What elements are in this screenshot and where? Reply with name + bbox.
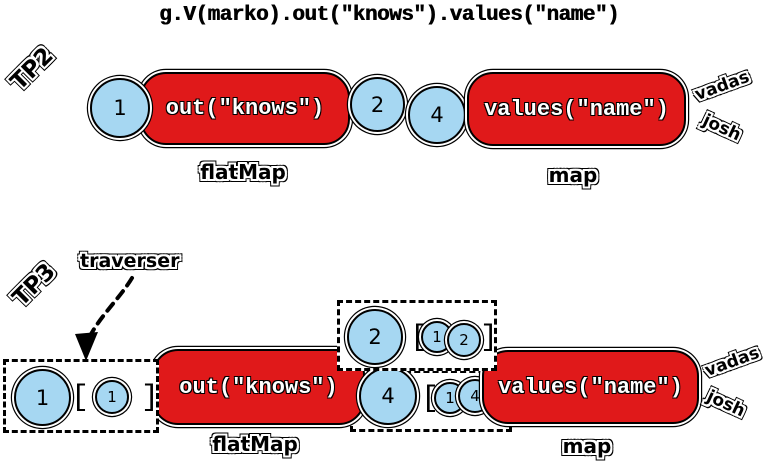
tp2-traverser-4: 4 xyxy=(408,86,466,144)
tp2-out-step-box: out("knows") xyxy=(140,72,350,145)
tp3-output-vadas: vadas xyxy=(702,342,763,382)
tp3-label: TP3 xyxy=(7,258,61,312)
tp2-flatmap-label: flatMap xyxy=(200,160,286,184)
tp3-out-step-box: out("knows") xyxy=(152,349,365,425)
tp3-map-label: map xyxy=(562,434,612,458)
tp2-traverser-2: 2 xyxy=(350,77,405,132)
tp3-values-step-box: values("name") xyxy=(482,350,699,424)
tp3-traverser-1-bulk-1: 1 xyxy=(95,380,129,414)
tp3-flatmap-label: flatMap xyxy=(212,432,298,456)
tp3-traverser-2-bulk-1: 1 xyxy=(421,321,453,353)
tp3-input-bulk-close-bracket: ] xyxy=(141,381,160,415)
tp2-map-label: map xyxy=(548,163,598,187)
tp2-values-step-box: values("name") xyxy=(467,72,686,146)
tp3-traverser-1: 1 xyxy=(14,369,71,426)
tp3-traverser-label: traverser xyxy=(80,250,180,272)
tp2-output-vadas: vadas xyxy=(692,66,753,106)
tp3-input-bulk-open-bracket: [ xyxy=(71,381,90,415)
tp3-traverser-2-bulk-2: 2 xyxy=(447,323,481,357)
tp3-top-bulk-close-bracket: ] xyxy=(480,321,499,355)
tp2-output-josh: josh xyxy=(699,110,745,146)
tp3-traverser-4: 4 xyxy=(359,367,417,425)
gremlin-query-title: g.V(marko).out("knows").values("name") xyxy=(159,4,619,27)
tp2-label: TP2 xyxy=(5,42,59,96)
traverser-arrow xyxy=(75,276,134,361)
tp2-traverser-1: 1 xyxy=(90,78,150,138)
tp3-output-josh: josh xyxy=(703,386,749,422)
tp3-traverser-2: 2 xyxy=(347,309,403,365)
